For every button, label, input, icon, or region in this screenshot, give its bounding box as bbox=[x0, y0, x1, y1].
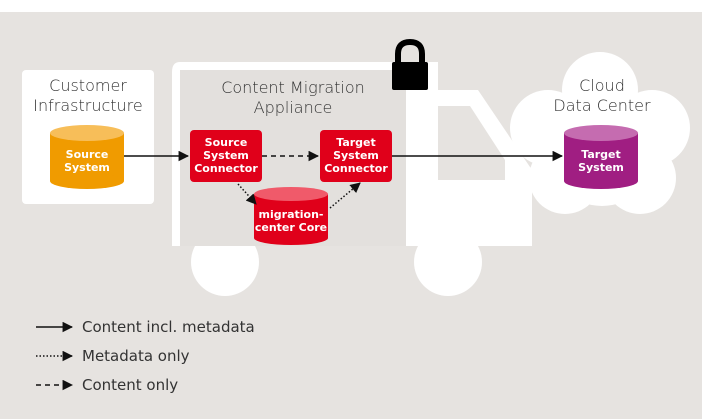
source-connector-label: Source System Connector bbox=[194, 136, 258, 175]
appliance-title: Content Migration Appliance bbox=[221, 78, 365, 117]
arrow-connector-to-core bbox=[237, 183, 257, 205]
target-system-connector-box bbox=[320, 130, 392, 182]
migration-center-core-cylinder bbox=[254, 187, 328, 245]
target-connector-label: Target System Connector bbox=[324, 136, 388, 175]
target-system-label: Target System bbox=[578, 148, 624, 174]
customer-infrastructure-title: Customer Infrastructure bbox=[33, 76, 143, 115]
lock-icon bbox=[392, 38, 428, 90]
source-system-connector-box bbox=[190, 130, 262, 182]
truck-wheel-front bbox=[414, 228, 482, 296]
source-system-cylinder bbox=[50, 125, 124, 189]
truck-window bbox=[438, 106, 505, 180]
cloud-title: Cloud Data Center bbox=[553, 76, 651, 115]
legend-item-dashed: Content only bbox=[82, 376, 179, 394]
migration-core-label: migration- center Core bbox=[254, 208, 328, 234]
arrow-core-to-connector bbox=[329, 182, 361, 209]
legend-item-dotted: Metadata only bbox=[82, 347, 190, 365]
source-system-label: Source System bbox=[64, 148, 110, 174]
legend-item-solid: Content incl. metadata bbox=[82, 318, 255, 336]
target-system-cylinder bbox=[564, 125, 638, 189]
